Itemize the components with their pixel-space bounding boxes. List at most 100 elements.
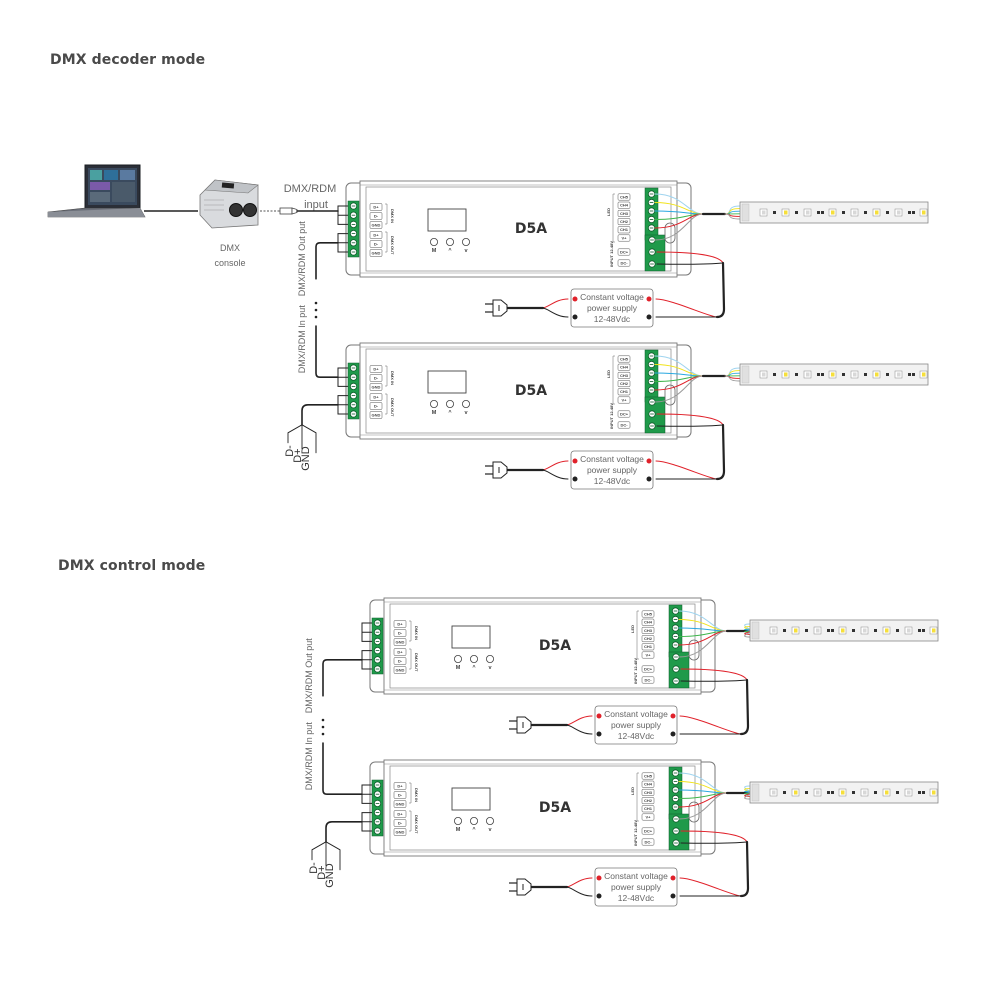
led-label: LED bbox=[606, 208, 611, 216]
panel-button-0[interactable] bbox=[453, 655, 462, 664]
dmx-terminator-cable bbox=[325, 821, 363, 843]
screw-icon bbox=[647, 386, 656, 394]
pin-label-box bbox=[641, 643, 655, 651]
power-input-label: INPUT 12-48V bbox=[633, 820, 638, 846]
screw-icon bbox=[671, 794, 680, 803]
pin-label-box bbox=[641, 635, 655, 643]
power-cable bbox=[739, 840, 750, 898]
button-symbol: M bbox=[432, 248, 437, 254]
pin-label-box bbox=[369, 365, 383, 373]
cable-grommet bbox=[688, 639, 700, 661]
pin-label-box bbox=[641, 788, 655, 796]
ac-wire bbox=[542, 298, 569, 309]
resistor bbox=[852, 629, 855, 632]
pin-label-box bbox=[617, 218, 631, 226]
resistor bbox=[821, 373, 824, 376]
resistor bbox=[918, 791, 921, 794]
psu-terminal bbox=[596, 731, 602, 737]
screw-icon bbox=[648, 398, 656, 406]
resistor bbox=[874, 629, 877, 632]
led-label: LED bbox=[630, 787, 635, 795]
psu-line3: 12-48Vdc bbox=[594, 314, 631, 324]
resistor bbox=[795, 373, 798, 376]
pin-label-box bbox=[617, 193, 631, 201]
resistor bbox=[918, 629, 921, 632]
panel-button-2[interactable] bbox=[485, 655, 494, 664]
pin-label: CH4 bbox=[620, 203, 629, 208]
pin-label-box bbox=[393, 828, 407, 836]
screw-icon bbox=[648, 248, 656, 256]
psu-line3: 12-48Vdc bbox=[618, 893, 655, 903]
dmx-in-label: DMX IN bbox=[414, 626, 419, 640]
button-symbol: v bbox=[464, 410, 468, 416]
pin-label-box bbox=[393, 791, 407, 799]
section-title-control: DMX control mode bbox=[58, 558, 206, 574]
panel-button-2[interactable] bbox=[461, 399, 470, 408]
psu-terminal bbox=[572, 314, 578, 320]
screw-icon bbox=[349, 382, 358, 391]
resistor bbox=[795, 211, 798, 214]
resistor bbox=[842, 211, 845, 214]
dmx-lead bbox=[287, 424, 303, 444]
resistor bbox=[896, 791, 899, 794]
psu-terminal bbox=[670, 893, 676, 899]
screw-icon bbox=[671, 803, 680, 811]
ellipsis-dot bbox=[314, 308, 318, 312]
lcd-display bbox=[427, 370, 467, 394]
pin-label: DC- bbox=[620, 422, 628, 427]
led-wire bbox=[654, 213, 704, 241]
dmx-bridge bbox=[361, 622, 372, 642]
panel-button-0[interactable] bbox=[429, 237, 438, 246]
ac-wire bbox=[542, 307, 569, 318]
pin-label-box bbox=[393, 666, 407, 674]
pin-label: CH2 bbox=[644, 798, 653, 803]
panel-button-0[interactable] bbox=[429, 399, 438, 408]
psu-terminal bbox=[646, 476, 652, 482]
psu-wire bbox=[679, 877, 742, 897]
resistor bbox=[912, 373, 915, 376]
ac-plug-icon bbox=[509, 878, 532, 896]
panel-button-2[interactable] bbox=[485, 817, 494, 826]
resistor bbox=[886, 211, 889, 214]
led-wire bbox=[678, 630, 728, 658]
dmx-terminal-block bbox=[347, 362, 360, 420]
panel-button-1[interactable] bbox=[469, 817, 478, 826]
power-wire-neg bbox=[680, 841, 748, 844]
screw-icon bbox=[672, 839, 680, 847]
screw-icon bbox=[671, 615, 680, 624]
strip-wire bbox=[724, 367, 741, 377]
dmx-terminal-block bbox=[371, 779, 384, 837]
psu-terminal bbox=[572, 458, 578, 464]
pin-label-box bbox=[641, 805, 655, 813]
pin-label-box bbox=[617, 388, 631, 396]
pin-label-box bbox=[393, 629, 407, 637]
resistor bbox=[864, 373, 867, 376]
screw-icon bbox=[647, 190, 656, 198]
resistor bbox=[886, 373, 889, 376]
pin-label: GND bbox=[396, 830, 405, 835]
panel-button-1[interactable] bbox=[445, 399, 454, 408]
strip-wire bbox=[724, 205, 741, 215]
xlr-plug-icon bbox=[279, 207, 298, 215]
panel-button-1[interactable] bbox=[445, 237, 454, 246]
model-name: D5A bbox=[515, 221, 547, 237]
power-wire-neg bbox=[656, 262, 724, 265]
screw-icon bbox=[349, 373, 358, 381]
chain-out-label: DMX/RDM Out put bbox=[304, 638, 314, 714]
pin-label-box bbox=[641, 813, 655, 821]
screw-icon bbox=[349, 410, 358, 418]
panel-button-2[interactable] bbox=[461, 237, 470, 246]
dmx-in-label: DMX IN bbox=[414, 788, 419, 802]
pin-label-box bbox=[617, 371, 631, 379]
panel-button-1[interactable] bbox=[469, 655, 478, 664]
screw-icon bbox=[647, 369, 656, 377]
power-wire-pos bbox=[680, 830, 748, 843]
screw-icon bbox=[373, 790, 382, 798]
panel-button-0[interactable] bbox=[453, 817, 462, 826]
pin-label-box bbox=[369, 393, 383, 401]
